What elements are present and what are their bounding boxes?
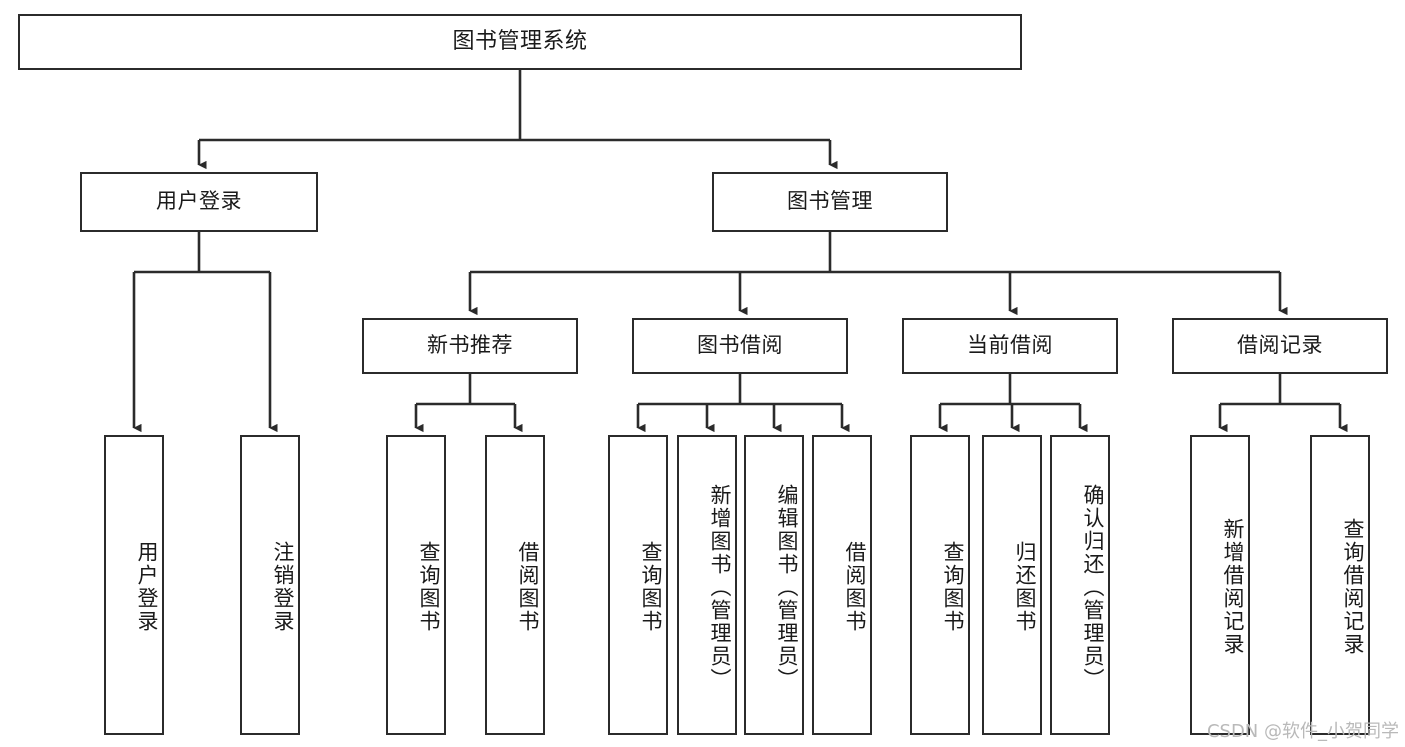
node-user-login-label: 用户登录 [156, 189, 242, 214]
node-leaf-logout[interactable]: 注销登录 [240, 435, 300, 735]
node-current-borrow[interactable]: 当前借阅 [902, 318, 1118, 374]
node-leaf-query-book-3-label: 查询图书 [941, 541, 965, 633]
node-leaf-add-record[interactable]: 新增借阅记录 [1190, 435, 1250, 735]
node-new-book-recommend-label: 新书推荐 [427, 333, 513, 358]
node-current-borrow-label: 当前借阅 [967, 333, 1053, 358]
node-leaf-user-login-label: 用户登录 [135, 541, 159, 633]
node-leaf-add-book[interactable]: 新增图书（管理员） [677, 435, 737, 735]
node-leaf-confirm-return[interactable]: 确认归还（管理员） [1050, 435, 1110, 735]
node-leaf-query-record[interactable]: 查询借阅记录 [1310, 435, 1370, 735]
node-borrow-record[interactable]: 借阅记录 [1172, 318, 1388, 374]
node-leaf-edit-book-label: 编辑图书（管理员） [775, 483, 799, 691]
node-leaf-add-book-label: 新增图书（管理员） [708, 483, 732, 691]
node-leaf-borrow-book-1[interactable]: 借阅图书 [485, 435, 545, 735]
node-root[interactable]: 图书管理系统 [18, 14, 1022, 70]
node-new-book-recommend[interactable]: 新书推荐 [362, 318, 578, 374]
node-leaf-query-book-2[interactable]: 查询图书 [608, 435, 668, 735]
node-book-manage[interactable]: 图书管理 [712, 172, 948, 232]
node-borrow-record-label: 借阅记录 [1237, 333, 1323, 358]
node-leaf-query-record-label: 查询借阅记录 [1341, 518, 1365, 656]
node-leaf-user-login[interactable]: 用户登录 [104, 435, 164, 735]
node-root-label: 图书管理系统 [452, 28, 588, 54]
node-leaf-query-book-2-label: 查询图书 [639, 541, 663, 633]
node-leaf-return-book-label: 归还图书 [1013, 541, 1037, 633]
node-leaf-borrow-book-2-label: 借阅图书 [843, 541, 867, 633]
node-leaf-edit-book[interactable]: 编辑图书（管理员） [744, 435, 804, 735]
node-leaf-return-book[interactable]: 归还图书 [982, 435, 1042, 735]
node-leaf-query-book-3[interactable]: 查询图书 [910, 435, 970, 735]
node-book-manage-label: 图书管理 [787, 189, 873, 214]
node-leaf-query-book-1[interactable]: 查询图书 [386, 435, 446, 735]
node-user-login[interactable]: 用户登录 [80, 172, 318, 232]
node-leaf-borrow-book-1-label: 借阅图书 [516, 541, 540, 633]
node-leaf-borrow-book-2[interactable]: 借阅图书 [812, 435, 872, 735]
node-book-borrow-label: 图书借阅 [697, 333, 783, 358]
node-leaf-confirm-return-label: 确认归还（管理员） [1081, 483, 1105, 691]
node-leaf-logout-label: 注销登录 [271, 541, 295, 633]
node-leaf-add-record-label: 新增借阅记录 [1221, 518, 1245, 656]
node-leaf-query-book-1-label: 查询图书 [417, 541, 441, 633]
node-book-borrow[interactable]: 图书借阅 [632, 318, 848, 374]
